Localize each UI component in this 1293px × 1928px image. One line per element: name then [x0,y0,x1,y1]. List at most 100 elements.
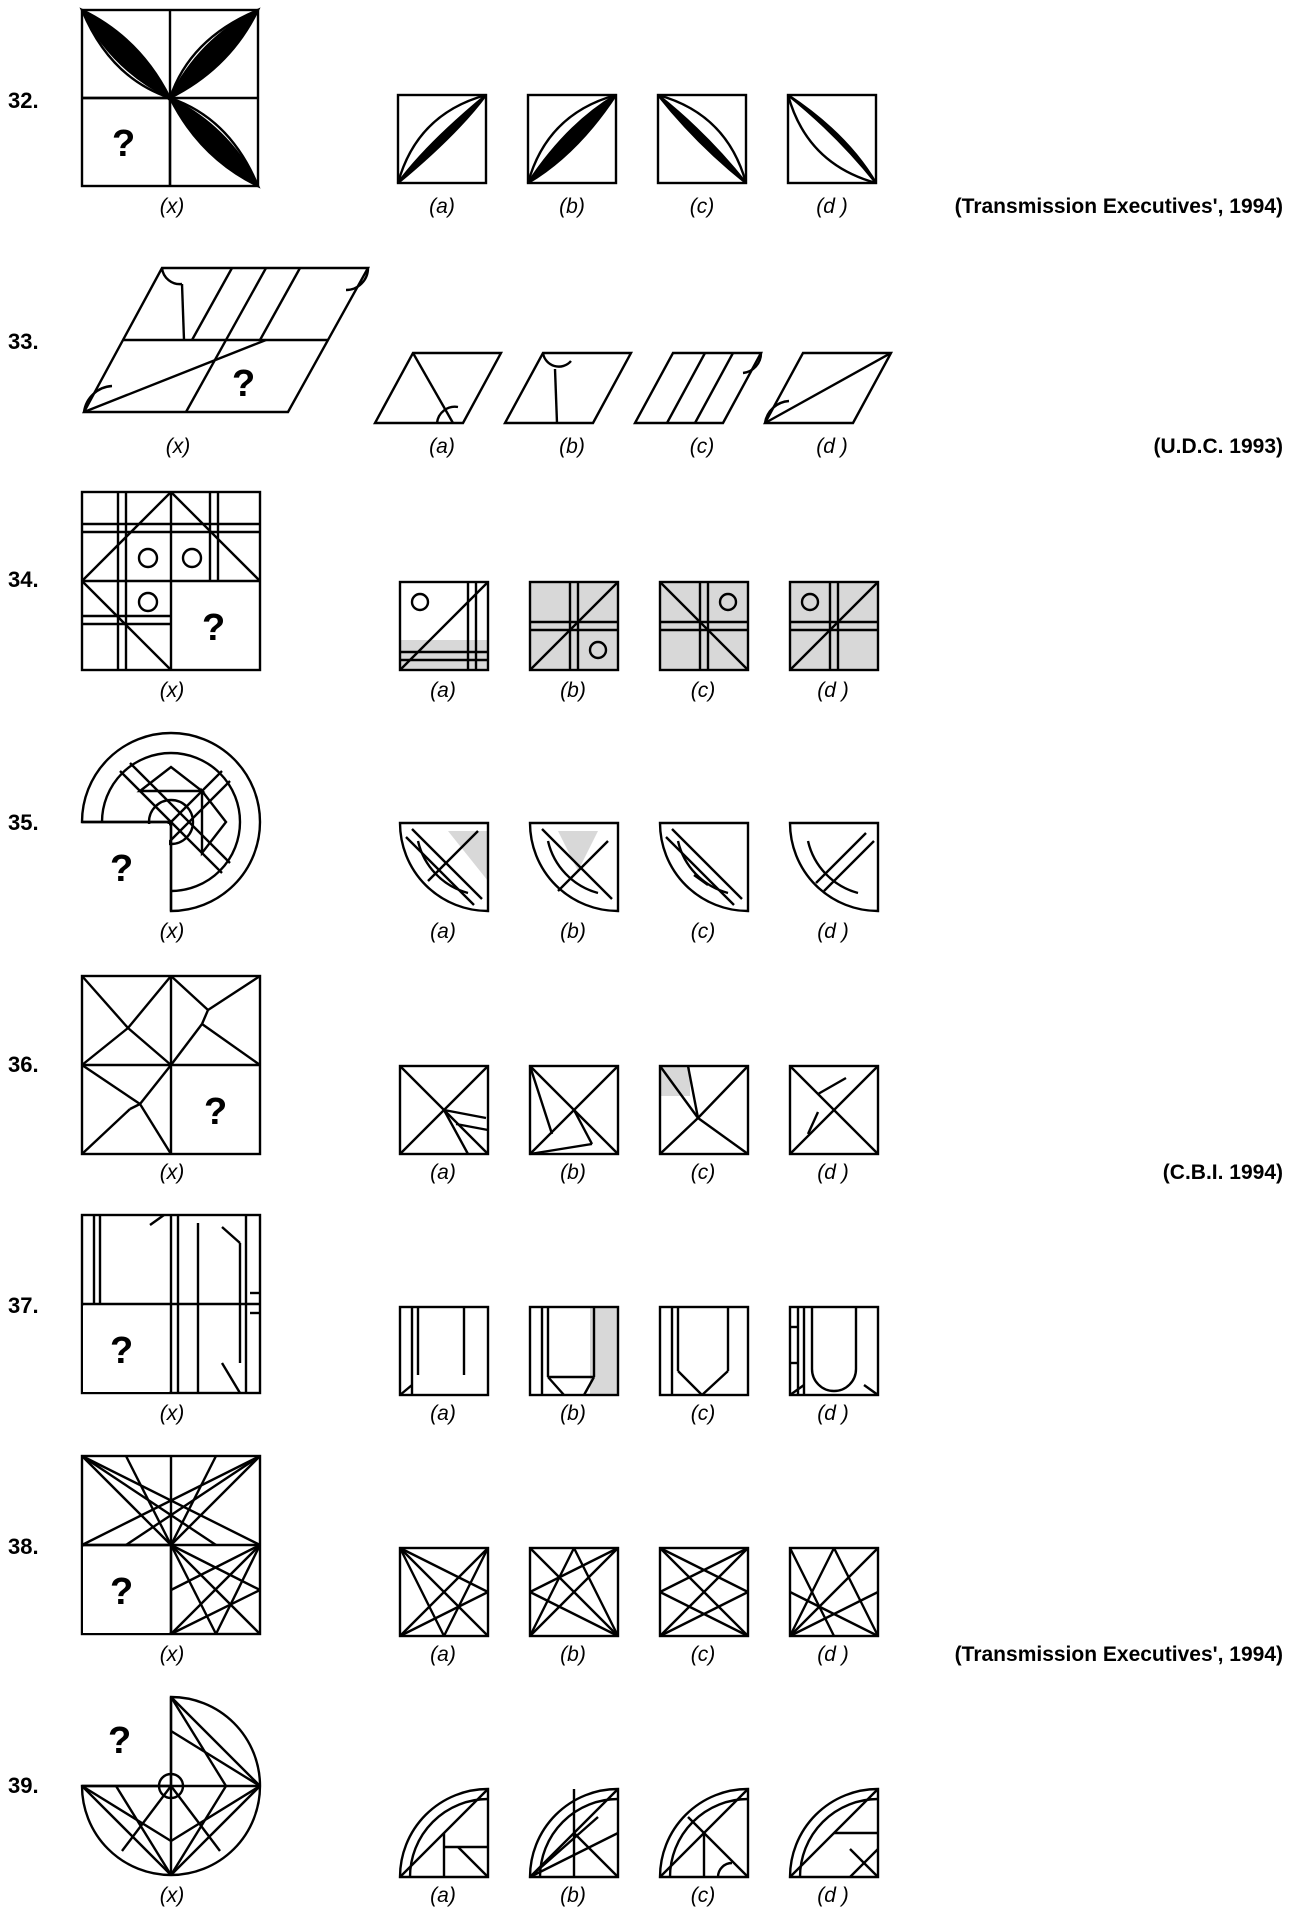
option-label-b: (b) [542,195,602,219]
question-mark: ? [232,363,255,405]
question-number: 37. [8,1293,39,1319]
question-35: 35. ? (x) (a) (b) (c) (d ) [0,723,1293,964]
question-32: 32. ? (x) (a) (b) (c) (d ) (Transmission… [0,0,1293,241]
option-label-b: (b) [543,1402,603,1426]
question-number: 34. [8,567,39,593]
option-label-d: (d ) [802,435,862,459]
option-a-figure [398,1787,490,1879]
option-d-figure [788,821,880,913]
question-mark: ? [110,1330,133,1372]
option-a-figure [397,94,487,184]
question-37: 37. ? (x) (a) (b) (c) (d ) [0,1205,1293,1446]
option-label-c: (c) [673,920,733,944]
question-figure: ? [80,974,262,1156]
option-d-figure [788,1064,880,1156]
option-b-figure [503,351,633,426]
question-mark: ? [112,123,135,165]
option-label-c: (c) [673,1161,733,1185]
option-c-figure [657,94,747,184]
option-b-figure [528,1305,620,1397]
option-b-figure [528,821,620,913]
option-c-figure [658,1787,750,1879]
option-label-c: (c) [672,435,732,459]
question-figure: ? [80,1454,262,1636]
option-label-c: (c) [673,1643,733,1667]
option-label-a: (a) [413,679,473,703]
figure-label-x: (x) [142,195,202,219]
question-figure: ? [80,1695,262,1877]
option-label-b: (b) [542,435,602,459]
option-label-c: (c) [673,1402,733,1426]
option-a-figure [398,1064,490,1156]
option-label-b: (b) [543,1161,603,1185]
option-label-a: (a) [412,435,472,459]
option-label-b: (b) [543,679,603,703]
option-label-d: (d ) [803,679,863,703]
option-b-figure [528,1064,620,1156]
option-label-d: (d ) [802,195,862,219]
option-label-b: (b) [543,1643,603,1667]
figure-label-x: (x) [142,1161,202,1185]
question-mark: ? [108,1720,131,1762]
option-d-figure [787,94,877,184]
option-label-c: (c) [672,195,732,219]
option-d-figure [788,1546,880,1638]
option-label-b: (b) [543,1884,603,1908]
question-number: 32. [8,88,39,114]
figure-label-x: (x) [142,1643,202,1667]
question-figure: ? [80,8,260,188]
question-number: 38. [8,1534,39,1560]
option-d-figure [788,580,880,672]
question-number: 33. [8,329,39,355]
question-figure: ? [82,266,372,416]
option-c-figure [633,351,763,426]
option-label-d: (d ) [803,1161,863,1185]
figure-label-x: (x) [142,1884,202,1908]
option-a-figure [398,580,490,672]
option-b-figure [528,1787,620,1879]
option-a-figure [373,351,503,426]
question-38: 38. ? (x) (a) (b) (c) (d ) (Transmission… [0,1446,1293,1687]
question-number: 39. [8,1773,39,1799]
option-c-figure [658,1305,750,1397]
option-c-figure [658,821,750,913]
source-citation: (Transmission Executives', 1994) [955,195,1283,219]
question-mark: ? [202,607,225,649]
option-c-figure [658,1546,750,1638]
option-b-figure [528,580,620,672]
option-label-c: (c) [673,679,733,703]
question-number: 36. [8,1052,39,1078]
question-33: 33. ? (x) (a) (b) (c) (d ) (U.D.C. 1993) [0,241,1293,482]
option-label-c: (c) [673,1884,733,1908]
option-c-figure [658,580,750,672]
option-label-a: (a) [413,1161,473,1185]
option-d-figure [788,1787,880,1879]
option-label-d: (d ) [803,1884,863,1908]
figure-label-x: (x) [142,920,202,944]
option-label-a: (a) [413,1884,473,1908]
option-label-b: (b) [543,920,603,944]
option-label-a: (a) [413,1402,473,1426]
question-36: 36. ? (x) (a) (b) (c) (d ) (C.B.I. 1994) [0,964,1293,1205]
source-citation: (U.D.C. 1993) [1153,435,1283,459]
source-citation: (Transmission Executives', 1994) [955,1643,1283,1667]
option-a-figure [398,821,490,913]
question-39: 39. ? (x) (a) (b) (c) (d ) [0,1687,1293,1928]
option-a-figure [398,1305,490,1397]
option-b-figure [528,1546,620,1638]
figure-label-x: (x) [148,435,208,459]
option-label-a: (a) [413,1643,473,1667]
question-34: 34. ? (x) (a) (b) (c) (d ) [0,482,1293,723]
option-label-d: (d ) [803,1643,863,1667]
option-c-figure [658,1064,750,1156]
question-mark: ? [110,1571,133,1613]
question-figure: ? [80,1213,262,1395]
option-a-figure [398,1546,490,1638]
figure-label-x: (x) [142,1402,202,1426]
option-label-a: (a) [413,920,473,944]
source-citation: (C.B.I. 1994) [1163,1161,1283,1185]
option-label-d: (d ) [803,920,863,944]
option-label-a: (a) [412,195,472,219]
option-b-figure [527,94,617,184]
question-figure: ? [80,490,262,672]
